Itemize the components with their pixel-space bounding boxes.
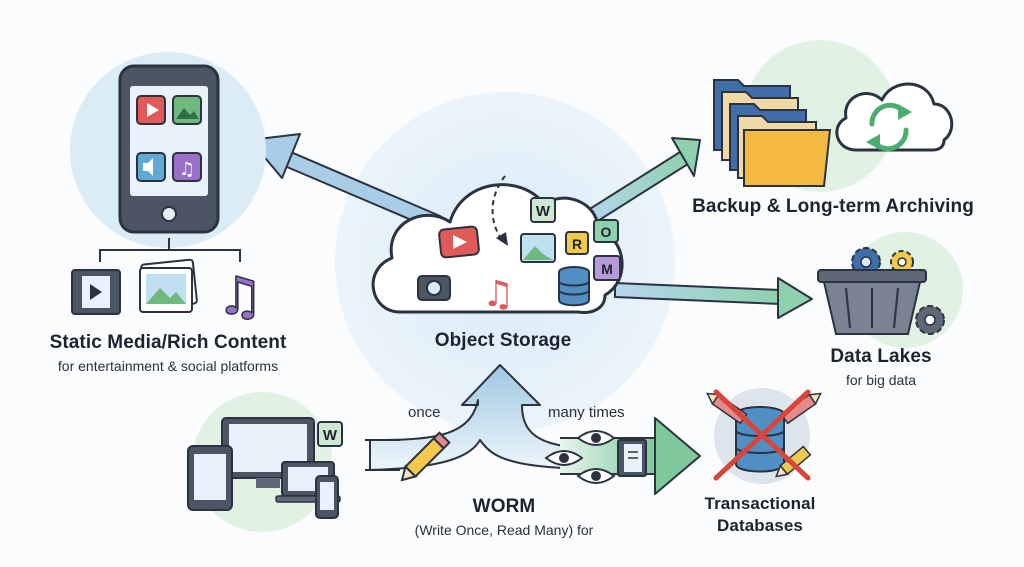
music-note-icon: ♫ xyxy=(216,266,264,328)
book-icon xyxy=(617,439,647,477)
worm-once-label: once xyxy=(408,404,441,421)
badge-w2: W xyxy=(317,421,343,447)
svg-text:♫: ♫ xyxy=(179,159,195,180)
transactional-title-line2: Databases xyxy=(717,516,803,535)
devices-icon xyxy=(187,417,341,519)
media-bracket xyxy=(99,238,241,262)
svg-text:W: W xyxy=(323,427,338,444)
worm-title: WORM xyxy=(472,496,536,517)
badge-o: O xyxy=(593,219,619,243)
badge-r: R xyxy=(565,231,589,255)
media-subtitle: for entertainment & social platforms xyxy=(57,358,279,374)
arrow-to-data-lakes xyxy=(614,277,813,319)
badge-m: M xyxy=(593,255,621,281)
basket-icon xyxy=(817,269,945,335)
photo-icon xyxy=(139,258,198,313)
worm-subtitle: (Write Once, Read Many) for xyxy=(414,522,594,538)
svg-text:♫: ♫ xyxy=(482,274,514,315)
svg-text:W: W xyxy=(536,203,551,220)
media-title: Static Media/Rich Content xyxy=(49,332,287,353)
folders-icon xyxy=(713,79,832,187)
badge-w: W xyxy=(530,197,556,223)
database-icon xyxy=(558,266,590,307)
svg-text:♫: ♫ xyxy=(217,267,264,327)
smartphone-icon: ♫ xyxy=(118,64,220,234)
svg-text:O: O xyxy=(601,224,612,240)
transactional-title-line1: Transactional xyxy=(704,494,816,513)
data-lakes-title: Data Lakes xyxy=(830,346,932,367)
film-icon xyxy=(71,269,121,315)
svg-text:R: R xyxy=(572,236,582,252)
data-lakes-subtitle: for big data xyxy=(845,372,917,388)
cross-icon xyxy=(713,389,811,481)
backup-title: Backup & Long-term Archiving xyxy=(692,196,974,217)
svg-text:M: M xyxy=(601,261,613,277)
worm-many-label: many times xyxy=(548,404,625,421)
eyes-icon xyxy=(544,430,616,484)
cloud-sync-icon xyxy=(835,82,954,152)
pencil-icon xyxy=(400,431,451,482)
center-label: Object Storage xyxy=(434,330,572,351)
arrow-to-backup xyxy=(583,137,701,226)
